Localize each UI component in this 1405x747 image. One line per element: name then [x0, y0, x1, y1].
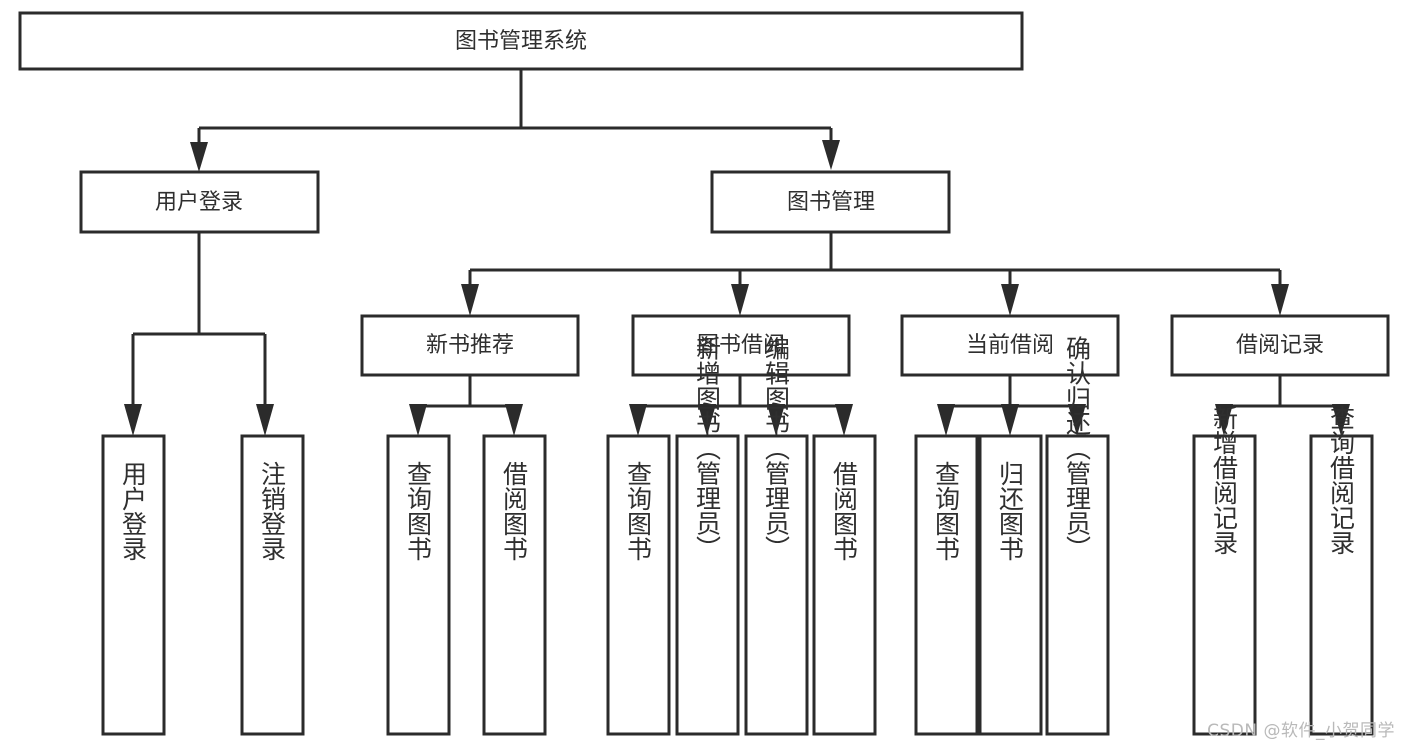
node-new-book-recommend-label: 新书推荐	[426, 333, 514, 358]
node-book-borrow[interactable]: 图书借阅	[631, 314, 851, 377]
connector-root-to-level1	[190, 69, 840, 172]
node-user-login-label: 用户登录	[155, 190, 243, 215]
node-leaf-add-book-label: 新增图书（管理员）	[693, 336, 722, 561]
node-current-borrow-label: 当前借阅	[966, 333, 1054, 358]
connector-borrowrecord-to-leaves	[1215, 375, 1350, 436]
node-leaf-query-book-3[interactable]: 查询图书	[914, 434, 979, 736]
node-leaf-query-book-2[interactable]: 查询图书	[606, 434, 671, 736]
node-book-manage[interactable]: 图书管理	[710, 170, 951, 234]
node-root-label: 图书管理系统	[455, 29, 587, 54]
node-leaf-user-logout[interactable]: 注销登录	[240, 434, 305, 736]
node-leaf-borrow-book-2-label: 借阅图书	[830, 461, 859, 561]
node-leaf-add-record-label: 新增借阅记录	[1210, 405, 1239, 555]
node-leaf-return-book[interactable]: 归还图书	[978, 434, 1043, 736]
node-book-borrow-label: 图书借阅	[697, 333, 785, 358]
node-leaf-borrow-book-2[interactable]: 借阅图书	[812, 434, 877, 736]
node-leaf-borrow-book-1-label: 借阅图书	[500, 461, 529, 561]
node-leaf-add-book[interactable]: 新增图书（管理员）	[675, 336, 740, 736]
node-leaf-query-book-1-label: 查询图书	[404, 461, 433, 561]
node-book-manage-label: 图书管理	[787, 190, 875, 215]
node-leaf-edit-book-label: 编辑图书（管理员）	[762, 336, 791, 561]
node-user-login[interactable]: 用户登录	[79, 170, 320, 234]
node-leaf-user-login-label: 用户登录	[119, 461, 148, 561]
node-new-book-recommend[interactable]: 新书推荐	[360, 314, 580, 377]
node-leaf-borrow-book-1[interactable]: 借阅图书	[482, 434, 547, 736]
node-leaf-confirm-return-label: 确认归还（管理员）	[1063, 336, 1092, 561]
node-leaf-query-record[interactable]: 查询借阅记录	[1309, 405, 1374, 736]
connector-currentborrow-to-leaves	[937, 375, 1086, 436]
connector-bookmanage-to-level2	[461, 232, 1289, 316]
node-leaf-query-record-label: 查询借阅记录	[1327, 405, 1356, 555]
node-leaf-query-book-3-label: 查询图书	[932, 461, 961, 561]
node-leaf-confirm-return[interactable]: 确认归还（管理员）	[1045, 336, 1110, 736]
connector-bookborrow-to-leaves	[629, 375, 853, 436]
connector-userlogin-to-leaves	[124, 232, 274, 436]
node-leaf-query-book-2-label: 查询图书	[624, 461, 653, 561]
node-borrow-record-label: 借阅记录	[1236, 333, 1324, 358]
node-leaf-return-book-label: 归还图书	[996, 461, 1025, 561]
node-borrow-record[interactable]: 借阅记录	[1170, 314, 1390, 377]
node-leaf-query-book-1[interactable]: 查询图书	[386, 434, 451, 736]
node-leaf-user-logout-label: 注销登录	[258, 461, 287, 561]
node-leaf-user-login[interactable]: 用户登录	[101, 434, 166, 736]
connector-newbook-to-leaves	[409, 375, 523, 436]
node-root[interactable]: 图书管理系统	[18, 11, 1024, 71]
node-leaf-edit-book[interactable]: 编辑图书（管理员）	[744, 336, 809, 736]
node-current-borrow[interactable]: 当前借阅	[900, 314, 1120, 377]
node-leaf-add-record[interactable]: 新增借阅记录	[1192, 405, 1257, 736]
